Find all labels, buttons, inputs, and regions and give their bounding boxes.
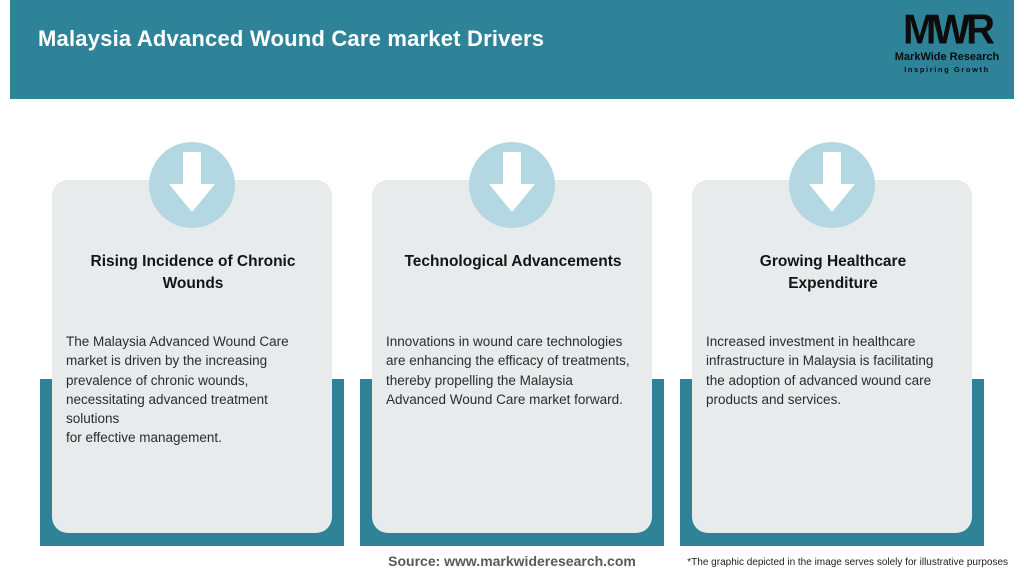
logo-mark: MWR: [903, 6, 995, 54]
driver-column-2: Technological Advancements Innovations i…: [360, 142, 664, 546]
card-title: Rising Incidence of Chronic Wounds: [90, 253, 296, 292]
logo-name: MarkWide Research: [894, 51, 1000, 63]
brand-logo: MWR MarkWide Research Inspiring Growth: [888, 6, 1006, 74]
driver-card: Technological Advancements Innovations i…: [372, 180, 652, 533]
driver-card: Rising Incidence of Chronic Wounds The M…: [52, 180, 332, 533]
page-title: Malaysia Advanced Wound Care market Driv…: [38, 26, 545, 51]
card-body: Increased investment in healthcare infra…: [706, 334, 934, 407]
logo-tagline: Inspiring Growth: [904, 65, 990, 74]
card-body: The Malaysia Advanced Wound Care market …: [66, 334, 289, 446]
footer-disclaimer: *The graphic depicted in the image serve…: [687, 557, 1008, 568]
arrow-circle: [469, 142, 555, 228]
arrow-down-icon: [809, 152, 855, 212]
card-title: Growing Healthcare Expenditure: [759, 253, 907, 292]
arrow-down-icon: [169, 152, 215, 212]
arrow-circle: [789, 142, 875, 228]
driver-card: Growing Healthcare Expenditure Increased…: [692, 180, 972, 533]
footer-source: Source: www.markwideresearch.com: [388, 553, 636, 569]
header-bar: Malaysia Advanced Wound Care market Driv…: [10, 0, 1014, 99]
card-body: Innovations in wound care technologies a…: [386, 334, 630, 407]
driver-column-1: Rising Incidence of Chronic Wounds The M…: [40, 142, 344, 546]
driver-column-3: Growing Healthcare Expenditure Increased…: [680, 142, 984, 546]
arrow-circle: [149, 142, 235, 228]
card-title: Technological Advancements: [404, 253, 622, 270]
arrow-down-icon: [489, 152, 535, 212]
